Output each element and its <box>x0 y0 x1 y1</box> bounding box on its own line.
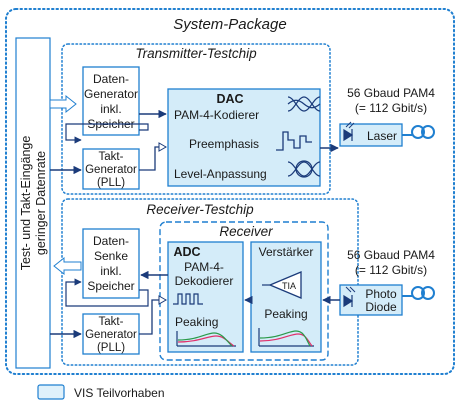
tx-clock-line3: (PLL) <box>97 177 125 189</box>
dac-row2: Preemphasis <box>189 137 259 151</box>
rx-output-arrow-icon <box>53 256 82 276</box>
rx-data-sink-line3: inkl. <box>100 264 121 278</box>
side-label-box <box>15 37 51 369</box>
datagen-feedback-line <box>65 123 149 144</box>
adc-block <box>167 241 244 353</box>
photodiode-line2: Diode <box>365 300 397 314</box>
dac-title: DAC <box>216 92 243 106</box>
adc-peaking-curve-icon <box>176 331 236 347</box>
rx-clock-to-adc-arrowhead <box>158 295 168 305</box>
tia-label: TIA <box>282 281 296 291</box>
side-label-line2: geringer Datenrate <box>34 151 48 255</box>
receiver-title: Receiver <box>219 224 273 239</box>
rx-rate-line2: (= 112 Gbit/s) <box>355 263 427 277</box>
amplifier-peaking-curve-icon <box>258 328 314 347</box>
tx-clock-line1: Takt- <box>99 151 124 163</box>
tx-rate-line1: 56 Gbaud PAM4 <box>347 86 435 100</box>
tx-input-arrow-icon <box>49 94 77 114</box>
rx-clock-generator <box>82 313 140 355</box>
eye-diagram-highlight-icon <box>287 160 321 178</box>
tx-data-generator-line2: Generator <box>84 87 138 101</box>
tx-data-generator-line3: inkl. <box>100 102 121 116</box>
rx-rate-line1: 56 Gbaud PAM4 <box>347 248 435 262</box>
tx-clock-generator <box>82 148 140 190</box>
rx-clock-line3: (PLL) <box>97 342 125 354</box>
transmitter-title: Transmitter-Testchip <box>135 46 257 61</box>
rx-data-sink-line1: Daten- <box>93 234 129 248</box>
adc-line1: PAM-4- <box>184 260 224 274</box>
photodiode-icon <box>343 286 356 308</box>
rx-data-sink <box>82 228 140 299</box>
adc-line2: Dekodierer <box>175 274 234 288</box>
adc-waveform-icon <box>173 293 203 305</box>
dac-row3: Level-Anpassung <box>174 167 267 181</box>
rx-data-sink-line2: Senke <box>94 249 128 263</box>
rx-clock-line1: Takt- <box>99 316 124 328</box>
laser-label: Laser <box>367 129 397 143</box>
system-package-title: System-Package <box>173 16 286 33</box>
clock-to-dac-arrowhead <box>158 142 168 152</box>
preemphasis-waveform-icon <box>276 131 312 151</box>
adc-title: ADC <box>173 245 200 259</box>
tx-data-generator-line1: Daten- <box>93 72 129 86</box>
photodiode-line1: Photo <box>365 287 397 301</box>
legend-swatch <box>37 384 65 400</box>
sink-feedback-line <box>65 278 149 307</box>
tx-clock-line2: Generator <box>85 164 137 176</box>
fiber-coil-tx-icon <box>402 125 435 139</box>
fiber-coil-rx-icon <box>402 286 435 300</box>
laser-diode-icon <box>343 121 355 142</box>
side-label-line1: Test- und Takt-Eingänge <box>19 136 33 271</box>
tx-rate-line2: (= 112 Gbit/s) <box>355 101 427 115</box>
eye-diagram-icon <box>287 96 321 112</box>
dac-row1: PAM-4-Kodierer <box>174 108 259 122</box>
rx-clock-line2: Generator <box>85 329 137 341</box>
amplifier-title: Verstärker <box>259 245 314 259</box>
amplifier-peaking: Peaking <box>264 307 307 321</box>
receiver-testchip-title: Receiver-Testchip <box>146 202 254 217</box>
tia-triangle-icon <box>268 271 302 299</box>
system-package-frame <box>5 8 455 375</box>
adc-peaking: Peaking <box>175 315 218 329</box>
rx-data-sink-line4: Speicher <box>87 279 134 293</box>
legend-label: VIS Teilvorhaben <box>74 386 165 400</box>
